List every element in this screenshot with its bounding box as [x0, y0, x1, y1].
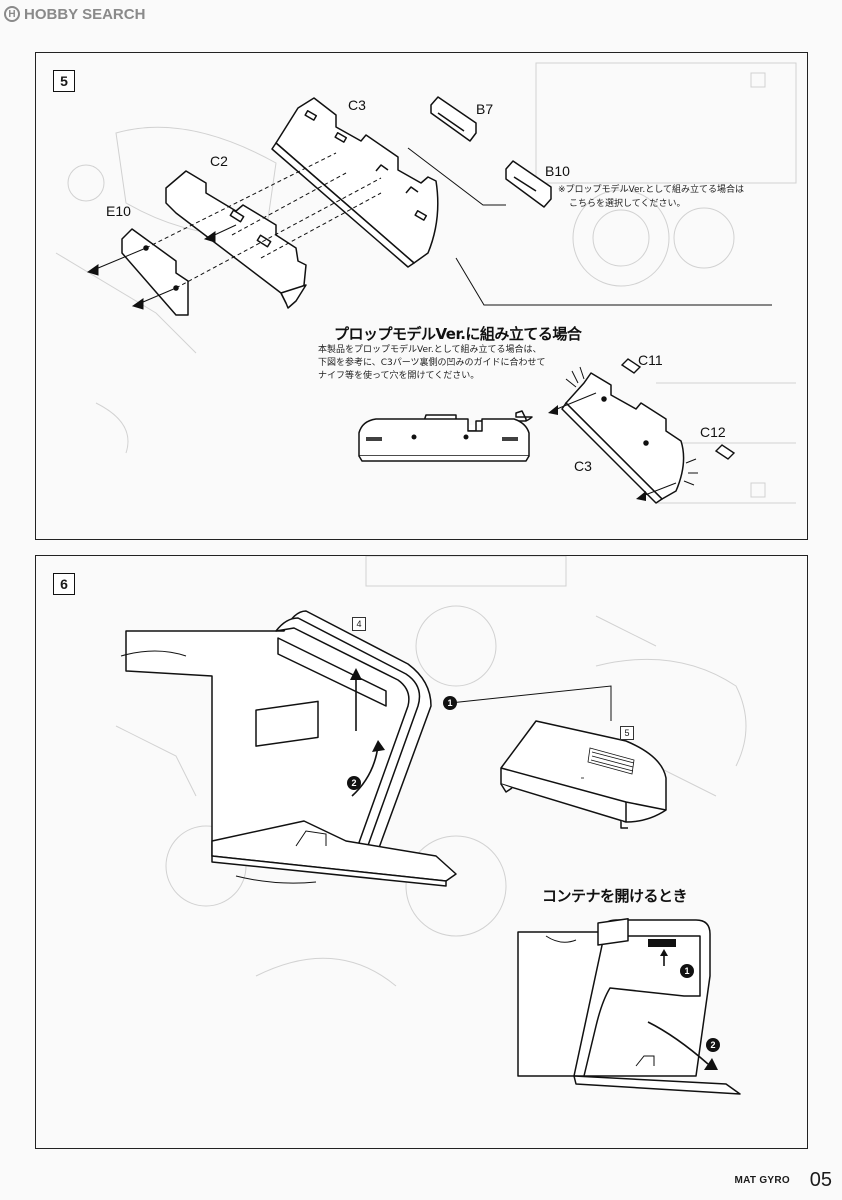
- step-number: 5: [53, 70, 75, 92]
- prop-text-line-3: ナイフ等を使って穴を開けてください。: [318, 371, 480, 381]
- container-assembly-drawing: [120, 610, 667, 887]
- part-label-c2: C2: [210, 153, 228, 169]
- footer-model-name: MAT GYRO: [734, 1175, 790, 1186]
- part-label-c3: C3: [348, 97, 366, 113]
- note-line-2: こちらを選択してください。: [569, 199, 686, 209]
- prop-model-heading: プロップモデルVer.に組み立てる場合: [334, 325, 582, 343]
- step-circle-2: 2: [351, 778, 357, 788]
- part-label-c12: C12: [700, 424, 726, 440]
- note-line-1: ※プロップモデルVer.として組み立てる場合は: [558, 185, 745, 195]
- step-5-panel: 5: [35, 52, 808, 540]
- part-label-c11: C11: [638, 352, 663, 368]
- background-ghost-illustration: [55, 62, 797, 504]
- part-label-b10: B10: [545, 163, 570, 179]
- reference-step-4-box: 4: [352, 617, 366, 631]
- prop-selection-note: ※プロップモデルVer.として組み立てる場合は こちらを選択してください。: [558, 183, 744, 211]
- prop-model-instructions: 本製品をプロップモデルVer.として組み立てる場合は、 下図を参考に、C3パーツ…: [318, 344, 546, 383]
- prop-panel-drawing: [358, 358, 736, 504]
- part-c3-drawing: [86, 96, 772, 316]
- step-6-panel: 6: [35, 555, 808, 1149]
- footer-page-number: 05: [809, 1169, 832, 1191]
- watermark-text: HOBBY SEARCH: [24, 5, 146, 23]
- step-number: 6: [53, 573, 75, 595]
- reference-step-5-box: 5: [620, 726, 634, 740]
- open-container-heading: コンテナを開けるとき: [542, 887, 688, 905]
- background-ghost-illustration: [115, 555, 747, 987]
- open-circle-1: 1: [684, 966, 690, 976]
- container-open-drawing: [517, 918, 741, 1095]
- step-circle-1: 1: [447, 698, 453, 708]
- part-label-b7: B7: [476, 101, 494, 117]
- watermark-logo-icon: H: [4, 6, 20, 22]
- part-label-e10: E10: [106, 203, 131, 219]
- open-circle-2: 2: [710, 1040, 716, 1050]
- part-label-c3-prop: C3: [574, 458, 592, 474]
- prop-text-line-2: 下図を参考に、C3パーツ裏側の凹みのガイドに合わせて: [318, 358, 546, 368]
- prop-text-line-1: 本製品をプロップモデルVer.として組み立てる場合は、: [318, 345, 542, 355]
- hobby-search-watermark: H HOBBY SEARCH: [4, 3, 145, 25]
